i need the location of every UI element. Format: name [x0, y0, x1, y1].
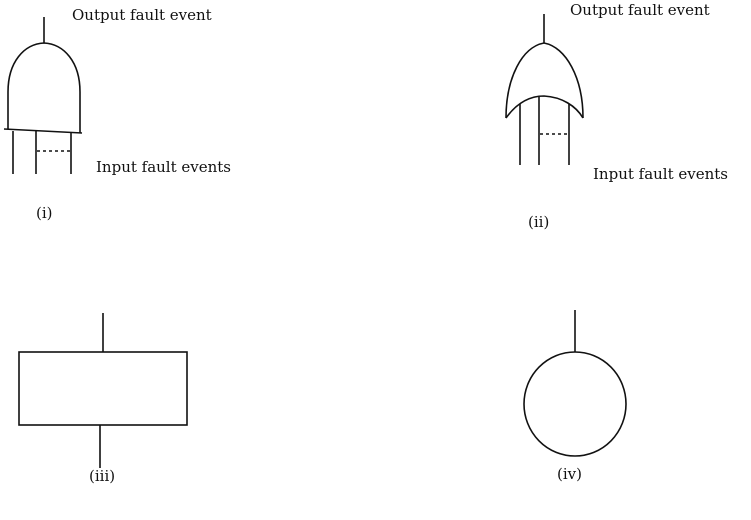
- or-gate-output-label: Output fault event: [570, 1, 710, 19]
- and-gate-output-label: Output fault event: [72, 6, 212, 24]
- and-gate-dome: [7, 42, 81, 133]
- circle-number: (iv): [557, 465, 582, 483]
- circle-symbol: [523, 310, 627, 457]
- or-gate-input-label: Input fault events: [593, 165, 729, 183]
- circle-shape: [523, 351, 627, 457]
- rectangle-box: [18, 351, 188, 426]
- and-gate-input-label: Input fault events: [96, 158, 232, 176]
- and-gate-number: (i): [36, 204, 53, 222]
- and-gate-base-line: [3, 128, 83, 134]
- or-gate-inner-curve: [505, 95, 584, 119]
- or-gate-number: (ii): [528, 213, 550, 231]
- rectangle-symbol: [18, 313, 188, 468]
- and-gate-symbol: [3, 17, 83, 174]
- rectangle-number: (iii): [89, 467, 116, 485]
- or-gate-outer-curve: [505, 42, 584, 119]
- or-gate-symbol: [505, 14, 584, 165]
